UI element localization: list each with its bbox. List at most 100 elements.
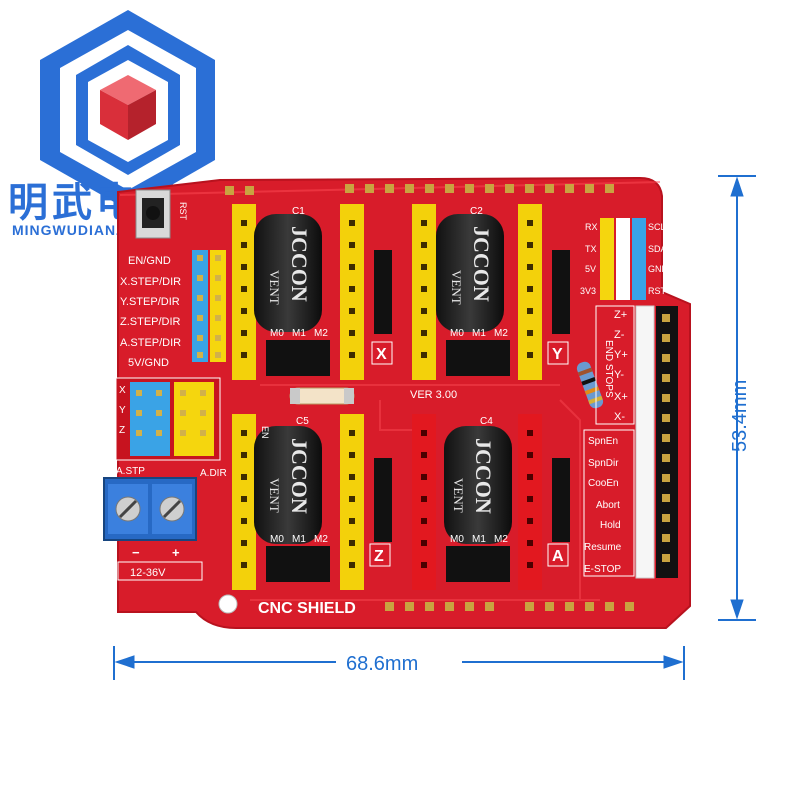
left-pin-header — [192, 250, 226, 362]
cap-brand-x: JCCON — [287, 226, 312, 302]
m1-label-y: M1 — [472, 328, 486, 339]
reset-label: RST — [178, 202, 188, 221]
label-x-step-dir: X.STEP/DIR — [120, 276, 181, 288]
i2c-rx: RX — [585, 222, 598, 232]
m0-label-y: M0 — [450, 328, 464, 339]
reset-button — [135, 189, 171, 239]
label-a-dir: A.DIR — [200, 468, 227, 479]
i2c-header — [600, 218, 646, 300]
pcb-traces — [250, 384, 600, 601]
endstops-box — [595, 305, 635, 425]
m0-label-z: M0 — [270, 534, 284, 545]
right-header-pins — [662, 314, 670, 562]
logo-icon — [40, 10, 215, 210]
endstop-z-minus: Z- — [614, 329, 625, 341]
control-labels: SpnEn SpnDir CooEn Abort Hold Resume E-S… — [583, 429, 635, 577]
label-z-step-dir: Z.STEP/DIR — [120, 316, 181, 328]
endstop-z-plus: Z+ — [614, 309, 627, 321]
cap-brand-y: JCCON — [469, 226, 494, 302]
label-a-stp: A.STP — [116, 466, 145, 477]
mounting-hole — [218, 594, 238, 614]
left-labels: EN/GND X.STEP/DIR Y.STEP/DIR Z.STEP/DIR … — [120, 255, 181, 369]
m1-label-z: M1 — [292, 534, 306, 545]
bottom-header-pins — [385, 602, 634, 611]
dimension-width-label: 68.6mm — [346, 653, 418, 675]
jumper-label-z: Z — [119, 425, 125, 436]
cap-id-c2: C2 — [470, 206, 483, 217]
cap-brand-z: JCCON — [287, 438, 312, 514]
axis-label-z: Z — [374, 548, 384, 565]
power-minus: − — [132, 545, 140, 560]
cap-vent-a: VENT — [451, 478, 466, 513]
cap-id-c1: C1 — [292, 206, 305, 217]
endstop-y-plus: Y+ — [614, 349, 628, 361]
top-header-pins — [225, 184, 614, 195]
control-hold: Hold — [600, 520, 621, 531]
jumper-block — [115, 377, 221, 461]
endstop-x-plus: X+ — [614, 391, 628, 403]
control-resume: Resume — [584, 542, 622, 553]
label-y-step-dir: Y.STEP/DIR — [120, 296, 180, 308]
jumper-labels: X Y Z — [119, 385, 126, 436]
dimension-height — [718, 175, 756, 621]
i2c-5v: 5V — [585, 264, 596, 274]
driver-y — [412, 204, 542, 380]
i2c-rst: RST — [648, 286, 667, 296]
axis-label-x: X — [376, 346, 387, 363]
i2c-sda: SDA — [648, 244, 667, 254]
brand-name-en: MINGWUDIANZI — [12, 222, 131, 238]
control-spnen: SpnEn — [588, 436, 618, 447]
axis-label-y: Y — [552, 346, 563, 363]
fuse — [289, 387, 355, 405]
motor-headers — [374, 250, 570, 542]
cap-id-c4: C4 — [480, 416, 493, 427]
dimension-height-label: 53.4mm — [729, 380, 751, 452]
label-5v-gnd: 5V/GND — [128, 357, 169, 369]
m2-label-z: M2 — [314, 534, 328, 545]
m2-label-x: M2 — [314, 328, 328, 339]
cap-vent-x: VENT — [267, 270, 282, 305]
cap-vent-y: VENT — [449, 270, 464, 305]
i2c-scl: SCL — [648, 222, 666, 232]
cap-vent-z: VENT — [267, 478, 282, 513]
endstops-title: END STOPS — [603, 340, 614, 398]
axis-label-a: A — [552, 548, 564, 565]
power-plus: + — [172, 545, 180, 560]
m1-label-x: M1 — [292, 328, 306, 339]
label-en-gnd: EN/GND — [128, 255, 171, 267]
driver-a — [412, 414, 542, 590]
power-voltage: 12-36V — [130, 567, 166, 579]
right-pin-header — [635, 305, 678, 579]
cap-id-labels: C1 C2 C5 C4 — [292, 206, 493, 427]
version-label: VER 3.00 — [410, 389, 457, 401]
cap-id-c5: C5 — [296, 416, 309, 427]
capacitor-labels: JCCON VENT JCCON VENT JCCON VENT JCCON V… — [267, 226, 496, 514]
power-labels: − + — [132, 545, 180, 560]
control-cooen: CooEn — [588, 478, 619, 489]
m0-label-a: M0 — [450, 534, 464, 545]
microstep-labels: M0 M1 M2 M0 M1 M2 M0 M1 M2 M0 M1 M2 — [270, 328, 508, 545]
driver-x — [232, 204, 364, 380]
control-abort: Abort — [596, 500, 620, 511]
jumper-label-y: Y — [119, 405, 126, 416]
power-terminal — [103, 477, 197, 541]
m2-label-a: M2 — [494, 534, 508, 545]
i2c-labels: RX TX 5V 3V3 SCL SDA GND RST — [580, 222, 669, 296]
i2c-3v3: 3V3 — [580, 286, 596, 296]
endstop-x-minus: X- — [614, 411, 625, 423]
driver-z — [232, 414, 364, 590]
jumper-label-x: X — [119, 385, 126, 396]
m2-label-y: M2 — [494, 328, 508, 339]
board-title: CNC SHIELD — [258, 600, 356, 617]
m1-label-a: M1 — [472, 534, 486, 545]
axis-labels: X Y Z A — [369, 341, 569, 567]
i2c-gnd: GND — [648, 264, 669, 274]
en-label: EN — [260, 426, 270, 439]
m0-label-x: M0 — [270, 328, 284, 339]
a-labels: A.STP A.DIR — [116, 466, 227, 479]
label-a-step-dir: A.STEP/DIR — [120, 337, 181, 349]
cap-brand-a: JCCON — [471, 438, 496, 514]
control-spndir: SpnDir — [588, 458, 619, 469]
